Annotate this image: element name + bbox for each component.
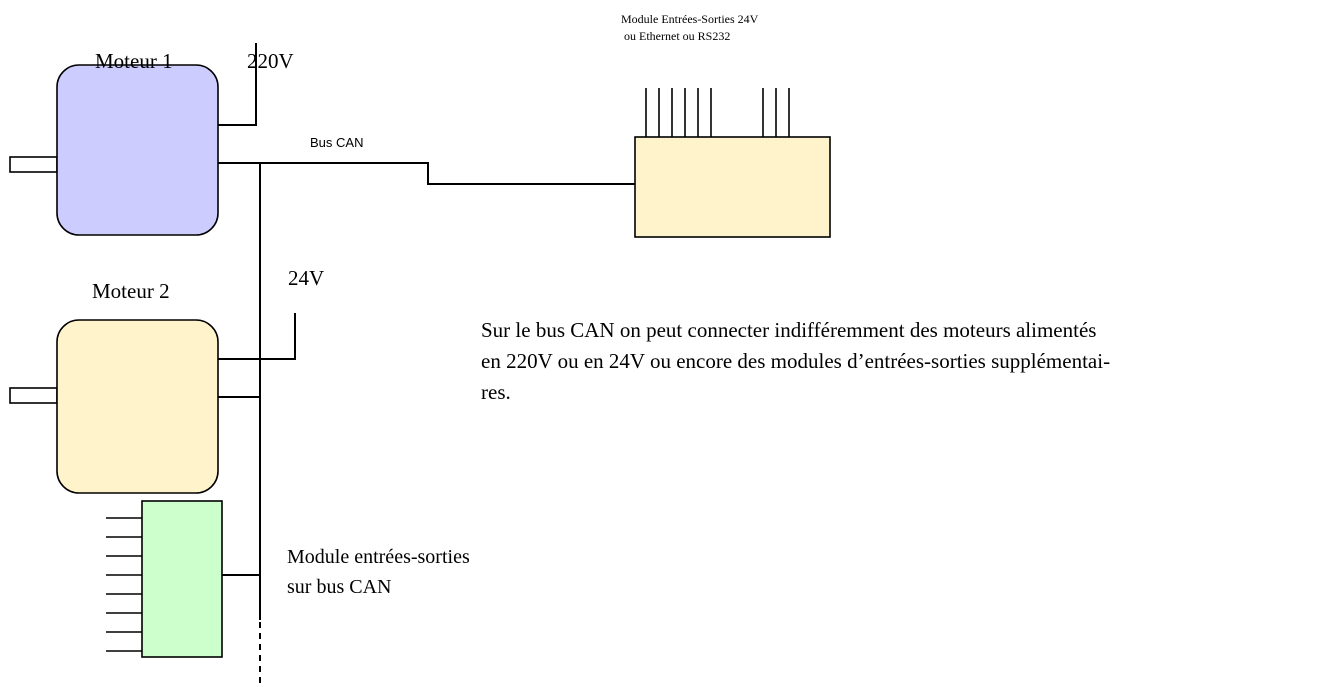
motor-2: Moteur 2 [9, 279, 219, 494]
description-line-1: Sur le bus CAN on peut connecter indiffé… [481, 318, 1096, 342]
io-module-right-title-line2: ou Ethernet ou RS232 [624, 29, 730, 43]
io-module-bus-label-line1: Module entrées-sorties [287, 546, 470, 568]
motor-2-voltage-label: 24V [288, 266, 324, 290]
motor-2-title: Moteur 2 [92, 279, 170, 303]
io-module-bus [106, 500, 223, 658]
io-module-right [634, 88, 831, 238]
bus-can-label: Bus CAN [310, 135, 363, 150]
motor-1-power-wire [218, 43, 257, 126]
io-module-right-title-line1: Module Entrées-Sorties 24V [621, 12, 759, 26]
motor-1: Moteur 1 [9, 49, 219, 236]
motor-2-power-wire [218, 313, 296, 360]
motor-2-shaft [9, 387, 58, 404]
io-module-bus-label-line2: sur bus CAN [287, 576, 391, 598]
description-line-2: en 220V ou en 24V ou encore des modules … [481, 349, 1110, 373]
description-line-3: res. [481, 380, 511, 404]
motor-1-title: Moteur 1 [95, 49, 173, 73]
io-module-bus-body [141, 500, 223, 658]
io-module-right-body [634, 136, 831, 238]
bus-can-line-horizontal [218, 162, 635, 185]
motor-2-body [56, 319, 219, 494]
motor-1-voltage-label: 220V [247, 49, 294, 73]
motor-1-body [56, 64, 219, 236]
motor-1-shaft [9, 156, 58, 173]
